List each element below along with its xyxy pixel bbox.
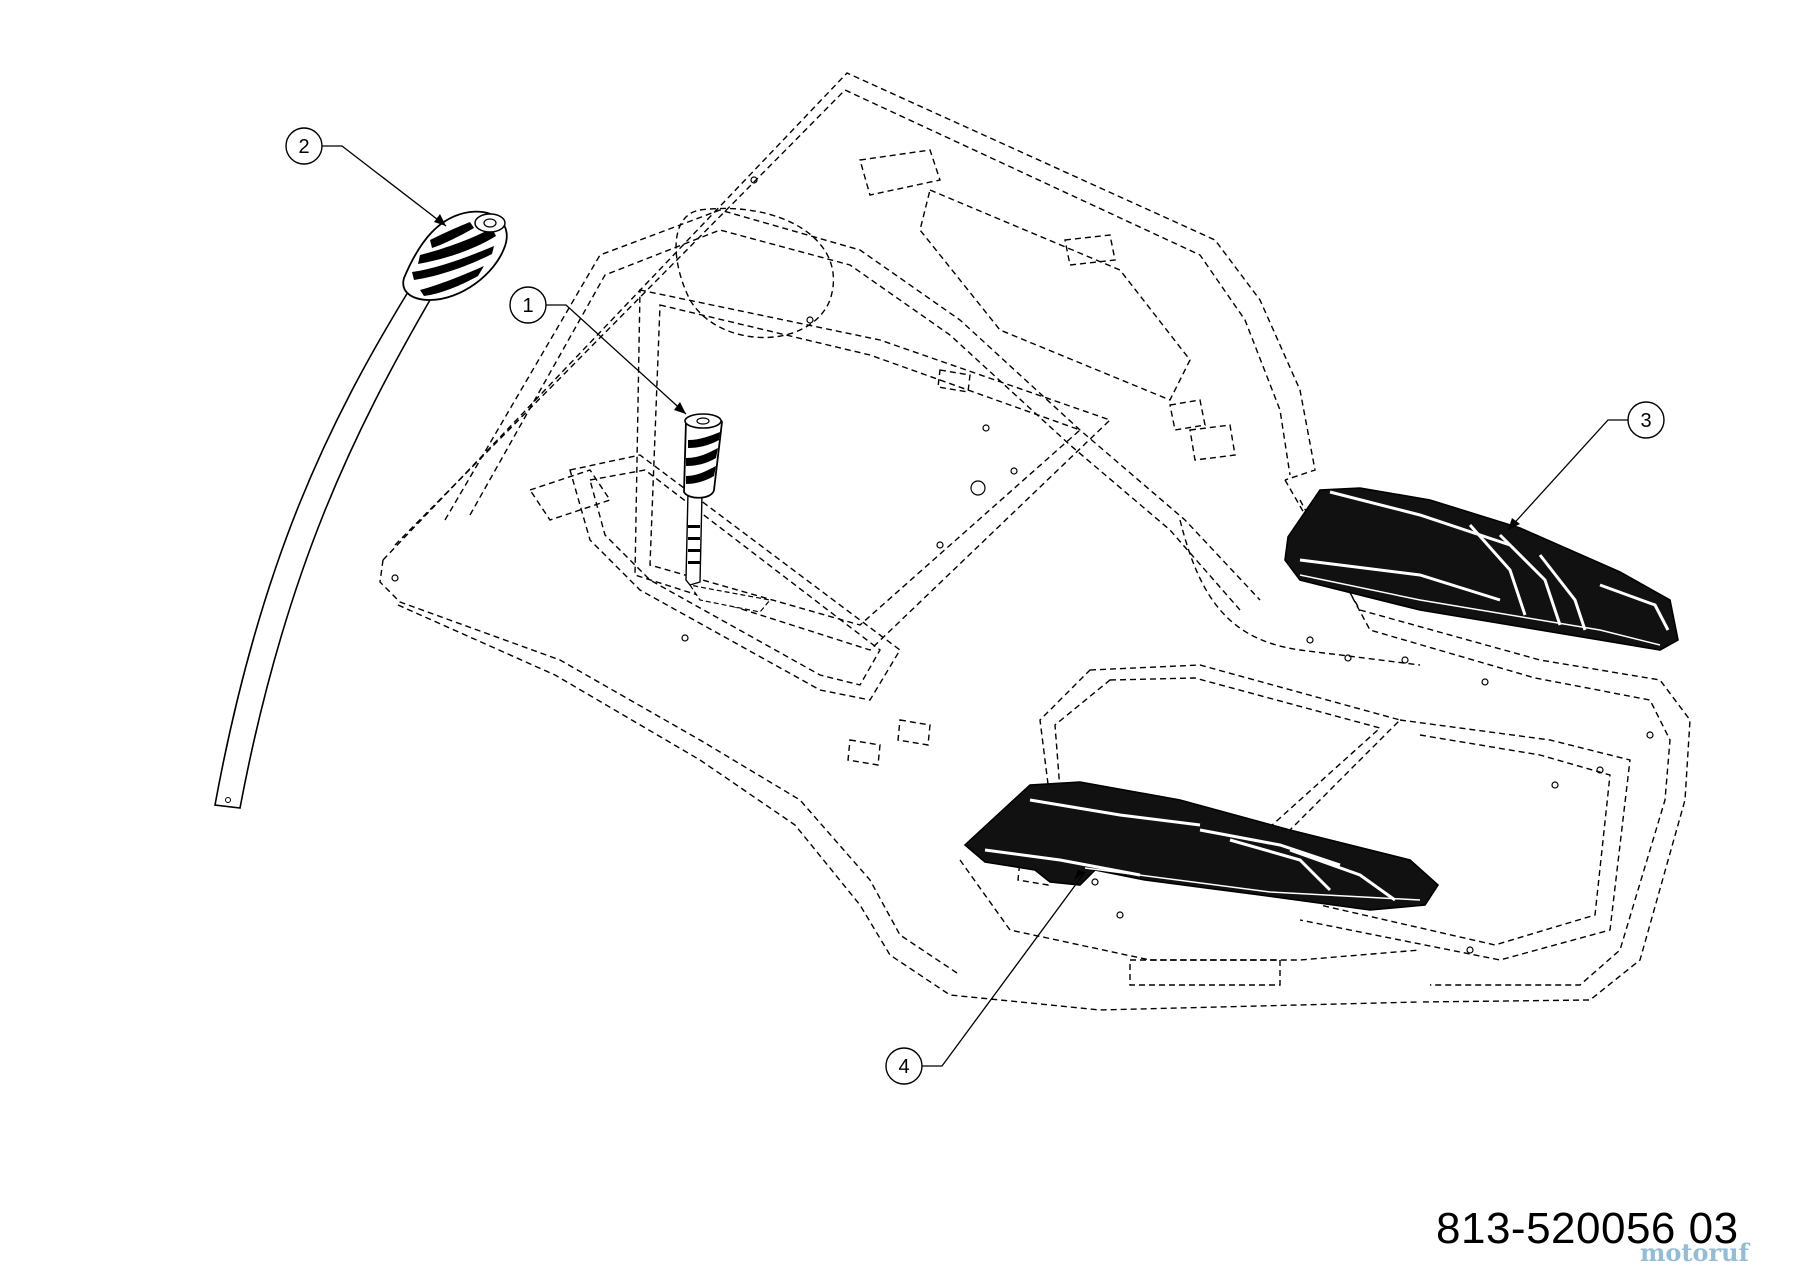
mounting-holes — [391, 176, 1654, 954]
part-2-grip-and-rod — [214, 210, 508, 809]
drawing-number: 813-520056 03 — [1436, 1204, 1739, 1253]
svg-text:4: 4 — [898, 1056, 909, 1078]
part-4-foot-pad — [963, 781, 1440, 911]
svg-text:2: 2 — [298, 136, 309, 158]
fender-body-outline — [379, 72, 1691, 1011]
part-1-lever-knob — [683, 413, 772, 613]
callout-1: 1 — [509, 286, 547, 324]
callout-3: 3 — [1627, 401, 1665, 439]
part-3-foot-pad — [1284, 487, 1679, 651]
callout-leaders — [322, 145, 1628, 1067]
part-2-rod — [214, 291, 432, 809]
callout-2: 2 — [285, 127, 323, 165]
svg-text:3: 3 — [1640, 410, 1651, 432]
watermark-logo: motoruf — [1640, 1238, 1749, 1267]
svg-text:1: 1 — [522, 295, 533, 317]
callout-arrows — [434, 214, 1520, 880]
callout-4: 4 — [885, 1047, 923, 1085]
